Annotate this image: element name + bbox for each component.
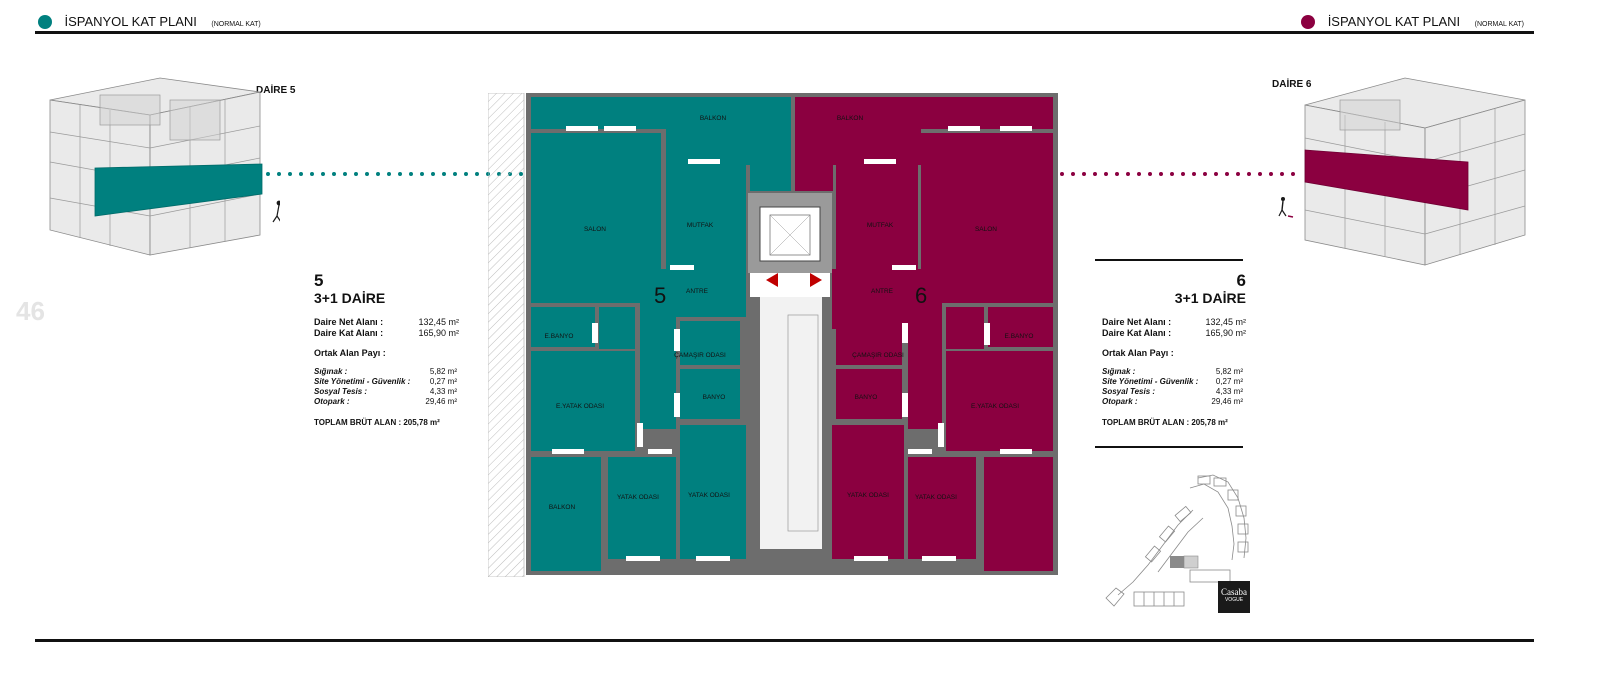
header-left: İSPANYOL KAT PLANI (NORMAL KAT) — [38, 13, 261, 31]
room-label: BANYO — [855, 394, 878, 401]
unit6-total: TOPLAM BRÜT ALAN : 205,78 m² — [1102, 418, 1228, 427]
shared-label: Sosyal Tesis : — [314, 387, 368, 396]
site-plan-key — [1105, 474, 1249, 607]
shared-value: 0,27 m² — [429, 377, 457, 386]
unit5-kat-label: Daire Kat Alanı : — [314, 328, 384, 338]
header-rule — [35, 31, 1534, 34]
stair-core — [760, 297, 822, 549]
room-label: E.YATAK ODASI — [556, 403, 604, 410]
unit6-shared-table: Sığınak : 5,82 m² Site Yönetimi - Güvenli… — [1102, 367, 1243, 407]
shared-value: 29,46 m² — [425, 397, 457, 406]
shared-label: Sosyal Tesis : — [1102, 387, 1156, 396]
person-icon — [1278, 197, 1294, 218]
footer-rule — [35, 639, 1534, 642]
unit5-plan-number: 5 — [654, 283, 666, 308]
unit6-isometric-view — [1300, 70, 1530, 270]
unit6-rooms — [795, 97, 1053, 571]
shared-label: Site Yönetimi - Güvenlik : — [314, 377, 411, 386]
unit6-connector-dots — [1060, 172, 1300, 176]
header-right: İSPANYOL KAT PLANI (NORMAL KAT) — [1301, 13, 1524, 31]
room-label: SALON — [975, 226, 997, 233]
unit5-iso-label: DAİRE 5 — [256, 85, 296, 96]
unit5-number: 5 — [314, 271, 324, 290]
entry-arrow-left — [766, 273, 778, 287]
unit5-type: 3+1 DAİRE — [314, 290, 386, 306]
unit5-color-dot — [38, 14, 52, 29]
unit5-area-table: Daire Net Alanı : 132,45 m² Daire Kat Ala… — [314, 317, 459, 339]
page-number: 46 — [16, 296, 45, 326]
room-label: MUTFAK — [867, 222, 894, 229]
landing — [750, 273, 830, 297]
unit6-number: 6 — [1236, 271, 1246, 290]
unit6-net-value: 132,45 m² — [1205, 317, 1246, 327]
exterior-hatch — [488, 93, 525, 577]
room-label: BALKON — [837, 115, 864, 122]
stair-treads — [787, 314, 819, 532]
room-label: E.BANYO — [1005, 333, 1034, 340]
header-title-right: İSPANYOL KAT PLANI — [1327, 14, 1461, 29]
entry-arrow-right — [810, 273, 822, 287]
room-label: ANTRE — [871, 288, 894, 295]
room-label: E.BANYO — [545, 333, 574, 340]
room-label: E.YATAK ODASI — [971, 403, 1019, 410]
unit5-kat-value: 165,90 m² — [418, 328, 459, 338]
shared-value: 0,27 m² — [1215, 377, 1243, 386]
unit6-shared-title: Ortak Alan Payı : — [1102, 348, 1174, 358]
unit6-type: 3+1 DAİRE — [1174, 290, 1246, 306]
unit6-info-rule-top — [1095, 259, 1243, 261]
floor-plan: 5 6 BALKON SALON MUTFAK ANTRE E.BANYO ÇA… — [488, 93, 1058, 577]
unit6-kat-label: Daire Kat Alanı : — [1102, 328, 1172, 338]
unit6-plan-number: 6 — [915, 283, 927, 308]
brand-logo: Casaba VOGUE — [1218, 581, 1250, 613]
unit5-isometric-view — [40, 70, 280, 270]
logo-line2: VOGUE — [1224, 597, 1244, 603]
header-title-left: İSPANYOL KAT PLANI — [64, 14, 197, 29]
unit5-shared-title: Ortak Alan Payı : — [314, 348, 386, 358]
shared-label: Otopark : — [314, 397, 350, 406]
unit6-color-dot — [1301, 14, 1316, 29]
unit5-net-label: Daire Net Alanı : — [314, 317, 384, 327]
logo-line1: Casaba — [1221, 587, 1247, 597]
shared-value: 4,33 m² — [429, 387, 457, 396]
room-label: YATAK ODASI — [688, 492, 730, 499]
room-label: MUTFAK — [687, 222, 714, 229]
unit5-rooms — [531, 97, 791, 571]
room-label: ÇAMAŞIR ODASI — [674, 352, 726, 359]
windows — [552, 126, 1032, 561]
room-label: YATAK ODASI — [915, 494, 957, 501]
room-label: YATAK ODASI — [847, 492, 889, 499]
unit5-shared-table: Sığınak : 5,82 m² Site Yönetimi - Güvenli… — [314, 367, 457, 407]
shared-label: Otopark : — [1102, 397, 1138, 406]
shared-label: Site Yönetimi - Güvenlik : — [1102, 377, 1199, 386]
unit6-info-rule-bottom — [1095, 446, 1243, 448]
shared-value: 29,46 m² — [1211, 397, 1243, 406]
unit6-iso-label: DAİRE 6 — [1272, 79, 1312, 90]
room-label: BANYO — [703, 394, 726, 401]
unit5-net-value: 132,45 m² — [418, 317, 459, 327]
unit6-net-label: Daire Net Alanı : — [1102, 317, 1172, 327]
room-label: SALON — [584, 226, 606, 233]
room-label: BALKON — [549, 504, 576, 511]
shared-label: Sığınak : — [314, 367, 348, 376]
unit5-info: 5 3+1 DAİRE Daire Net Alanı : 132,45 m² D… — [314, 272, 459, 428]
room-label: ÇAMAŞIR ODASI — [852, 352, 904, 359]
room-label: ANTRE — [686, 288, 709, 295]
room-label: BALKON — [700, 115, 727, 122]
shared-value: 5,82 m² — [1215, 367, 1243, 376]
room-label: YATAK ODASI — [617, 494, 659, 501]
unit6-info: 6 3+1 DAİRE Daire Net Alanı : 132,45 m² D… — [1102, 272, 1246, 428]
unit5-connector-dots — [266, 172, 528, 176]
unit6-area-table: Daire Net Alanı : 132,45 m² Daire Kat Ala… — [1102, 317, 1246, 339]
shared-value: 5,82 m² — [429, 367, 457, 376]
unit5-total: TOPLAM BRÜT ALAN : 205,78 m² — [314, 418, 440, 427]
header-subtitle-right: (NORMAL KAT) — [1474, 21, 1524, 28]
shared-label: Sığınak : — [1102, 367, 1136, 376]
shared-value: 4,33 m² — [1215, 387, 1243, 396]
unit6-kat-value: 165,90 m² — [1205, 328, 1246, 338]
header-subtitle-left: (NORMAL KAT) — [211, 21, 261, 28]
